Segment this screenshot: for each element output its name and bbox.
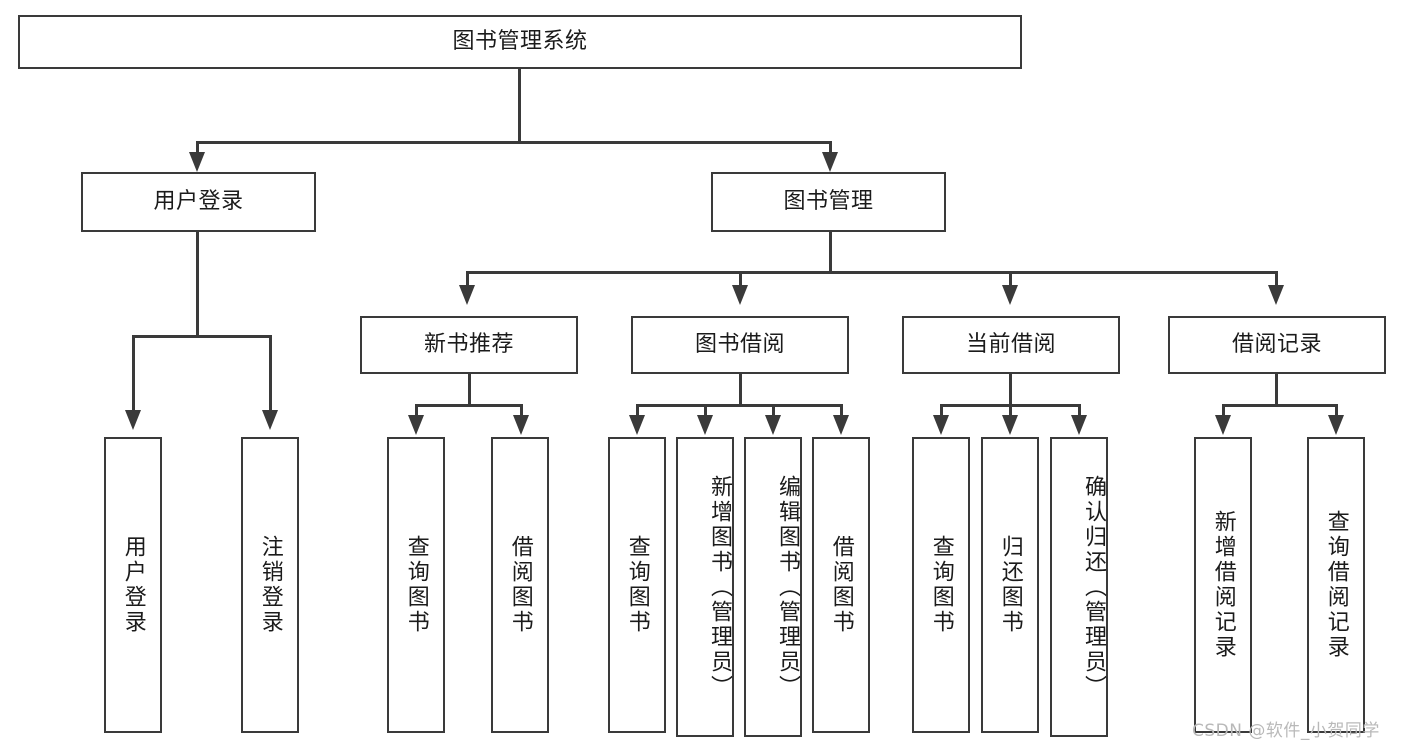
- node-label: 用户登录: [120, 535, 146, 635]
- connector-user-login-drop-2: [269, 335, 272, 419]
- node-new-book-recommend[interactable]: 新书推荐: [360, 316, 578, 374]
- leaf-record-add-record[interactable]: 新增借阅记录: [1194, 437, 1252, 733]
- arrowhead-borrow-1: [629, 415, 645, 435]
- leaf-current-confirm-return-admin[interactable]: 确认归还（管理员）: [1050, 437, 1108, 737]
- connector-borrow-stem: [739, 374, 742, 406]
- connector-recommend-bus: [415, 404, 522, 407]
- arrowhead-book-mgmt-2: [732, 285, 748, 305]
- connector-book-mgmt-stem: [829, 232, 832, 274]
- connector-book-mgmt-drop-3: [1009, 271, 1012, 293]
- connector-book-mgmt-drop-4: [1275, 271, 1278, 293]
- leaf-borrow-add-book-admin[interactable]: 新增图书（管理员）: [676, 437, 734, 737]
- connector-current-drop-1: [940, 404, 943, 420]
- node-label: 新书推荐: [423, 332, 514, 358]
- leaf-recommend-borrow-book[interactable]: 借阅图书: [491, 437, 549, 733]
- connector-borrow-bus: [636, 404, 843, 407]
- arrowhead-current-2: [1002, 415, 1018, 435]
- arrowhead-to-book-mgmt: [822, 152, 838, 172]
- node-label: 当前借阅: [965, 332, 1056, 358]
- arrowhead-record-2: [1328, 415, 1344, 435]
- node-label: 用户登录: [153, 189, 244, 215]
- leaf-borrow-borrow-book[interactable]: 借阅图书: [812, 437, 870, 733]
- leaf-user-login-logout[interactable]: 注销登录: [241, 437, 299, 733]
- node-user-login[interactable]: 用户登录: [81, 172, 316, 232]
- arrowhead-current-3: [1071, 415, 1087, 435]
- connector-current-stem: [1009, 374, 1012, 406]
- node-book-management[interactable]: 图书管理: [711, 172, 946, 232]
- node-label: 新增图书（管理员）: [707, 474, 732, 700]
- connector-root-bus: [196, 141, 832, 144]
- leaf-recommend-query-book[interactable]: 查询图书: [387, 437, 445, 733]
- watermark-text: CSDN @软件_小贺同学: [1192, 721, 1380, 741]
- connector-record-bus: [1222, 404, 1337, 407]
- node-label: 查询图书: [624, 535, 650, 635]
- node-current-borrow[interactable]: 当前借阅: [902, 316, 1120, 374]
- node-label: 借阅图书: [507, 535, 533, 635]
- node-label: 新增借阅记录: [1210, 510, 1236, 660]
- arrowhead-borrow-3: [765, 415, 781, 435]
- arrowhead-book-mgmt-1: [459, 285, 475, 305]
- connector-record-stem: [1275, 374, 1278, 406]
- connector-borrow-drop-3: [772, 404, 775, 420]
- node-label: 借阅记录: [1231, 332, 1322, 358]
- leaf-borrow-edit-book-admin[interactable]: 编辑图书（管理员）: [744, 437, 802, 737]
- arrowhead-record-1: [1215, 415, 1231, 435]
- connector-recommend-drop-1: [415, 404, 418, 420]
- arrowhead-recommend-1: [408, 415, 424, 435]
- connector-current-drop-2: [1009, 404, 1012, 420]
- connector-current-drop-3: [1078, 404, 1081, 420]
- node-label: 图书借阅: [694, 332, 785, 358]
- arrowhead-book-mgmt-3: [1002, 285, 1018, 305]
- node-label: 查询图书: [928, 535, 954, 635]
- arrowhead-current-1: [933, 415, 949, 435]
- node-book-borrow[interactable]: 图书借阅: [631, 316, 849, 374]
- node-label: 借阅图书: [828, 535, 854, 635]
- node-label: 确认归还（管理员）: [1081, 474, 1106, 700]
- arrowhead-user-login-2: [262, 410, 278, 430]
- node-label: 归还图书: [997, 535, 1023, 635]
- connector-recommend-drop-2: [520, 404, 523, 420]
- connector-borrow-drop-1: [636, 404, 639, 420]
- leaf-borrow-query-book[interactable]: 查询图书: [608, 437, 666, 733]
- arrowhead-book-mgmt-4: [1268, 285, 1284, 305]
- leaf-record-query-record[interactable]: 查询借阅记录: [1307, 437, 1365, 733]
- connector-user-login-bus: [132, 335, 272, 338]
- node-label: 查询图书: [403, 535, 429, 635]
- connector-root-stem: [518, 69, 521, 143]
- connector-borrow-drop-4: [840, 404, 843, 420]
- arrowhead-recommend-2: [513, 415, 529, 435]
- leaf-current-query-book[interactable]: 查询图书: [912, 437, 970, 733]
- arrowhead-user-login-1: [125, 410, 141, 430]
- connector-book-mgmt-drop-1: [466, 271, 469, 293]
- arrowhead-borrow-2: [697, 415, 713, 435]
- leaf-current-return-book[interactable]: 归还图书: [981, 437, 1039, 733]
- node-label: 查询借阅记录: [1323, 510, 1349, 660]
- leaf-user-login-login[interactable]: 用户登录: [104, 437, 162, 733]
- connector-recommend-stem: [468, 374, 471, 406]
- node-label: 图书管理: [783, 189, 874, 215]
- node-borrow-record[interactable]: 借阅记录: [1168, 316, 1386, 374]
- node-label: 图书管理系统: [452, 29, 588, 55]
- connector-record-drop-1: [1222, 404, 1225, 420]
- arrowhead-to-user-login: [189, 152, 205, 172]
- node-root-system[interactable]: 图书管理系统: [18, 15, 1022, 69]
- arrowhead-borrow-4: [833, 415, 849, 435]
- node-label: 注销登录: [257, 535, 283, 635]
- connector-user-login-drop-1: [132, 335, 135, 419]
- connector-book-mgmt-bus: [466, 271, 1277, 274]
- connector-record-drop-2: [1335, 404, 1338, 420]
- connector-borrow-drop-2: [704, 404, 707, 420]
- connector-user-login-stem: [196, 232, 199, 337]
- connector-book-mgmt-drop-2: [739, 271, 742, 293]
- node-label: 编辑图书（管理员）: [775, 474, 800, 700]
